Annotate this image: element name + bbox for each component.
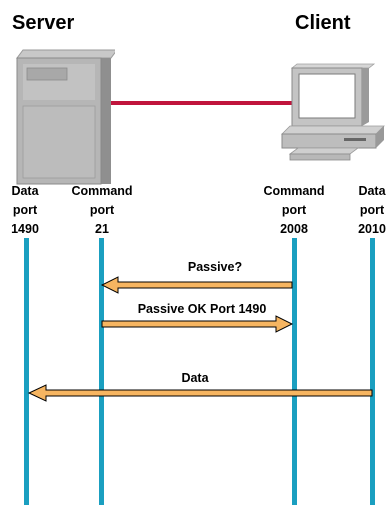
server-tower-icon (16, 49, 115, 185)
network-link (111, 101, 295, 105)
message-label-passive-request: Passive? (187, 260, 243, 274)
arrow-passive-ok (101, 315, 294, 333)
arrow-data (27, 384, 373, 402)
lifeline-data-2010 (370, 238, 375, 505)
desktop-computer-icon (281, 63, 385, 161)
client-title: Client (295, 12, 351, 34)
server-title: Server (12, 12, 75, 34)
message-label-passive-ok: Passive OK Port 1490 (137, 302, 267, 316)
message-label-data: Data (181, 371, 209, 385)
arrow-passive-request (100, 276, 293, 294)
lifeline-data-1490 (24, 238, 29, 505)
lifeline-command-21 (99, 238, 104, 505)
lifeline-command-2008 (292, 238, 297, 505)
